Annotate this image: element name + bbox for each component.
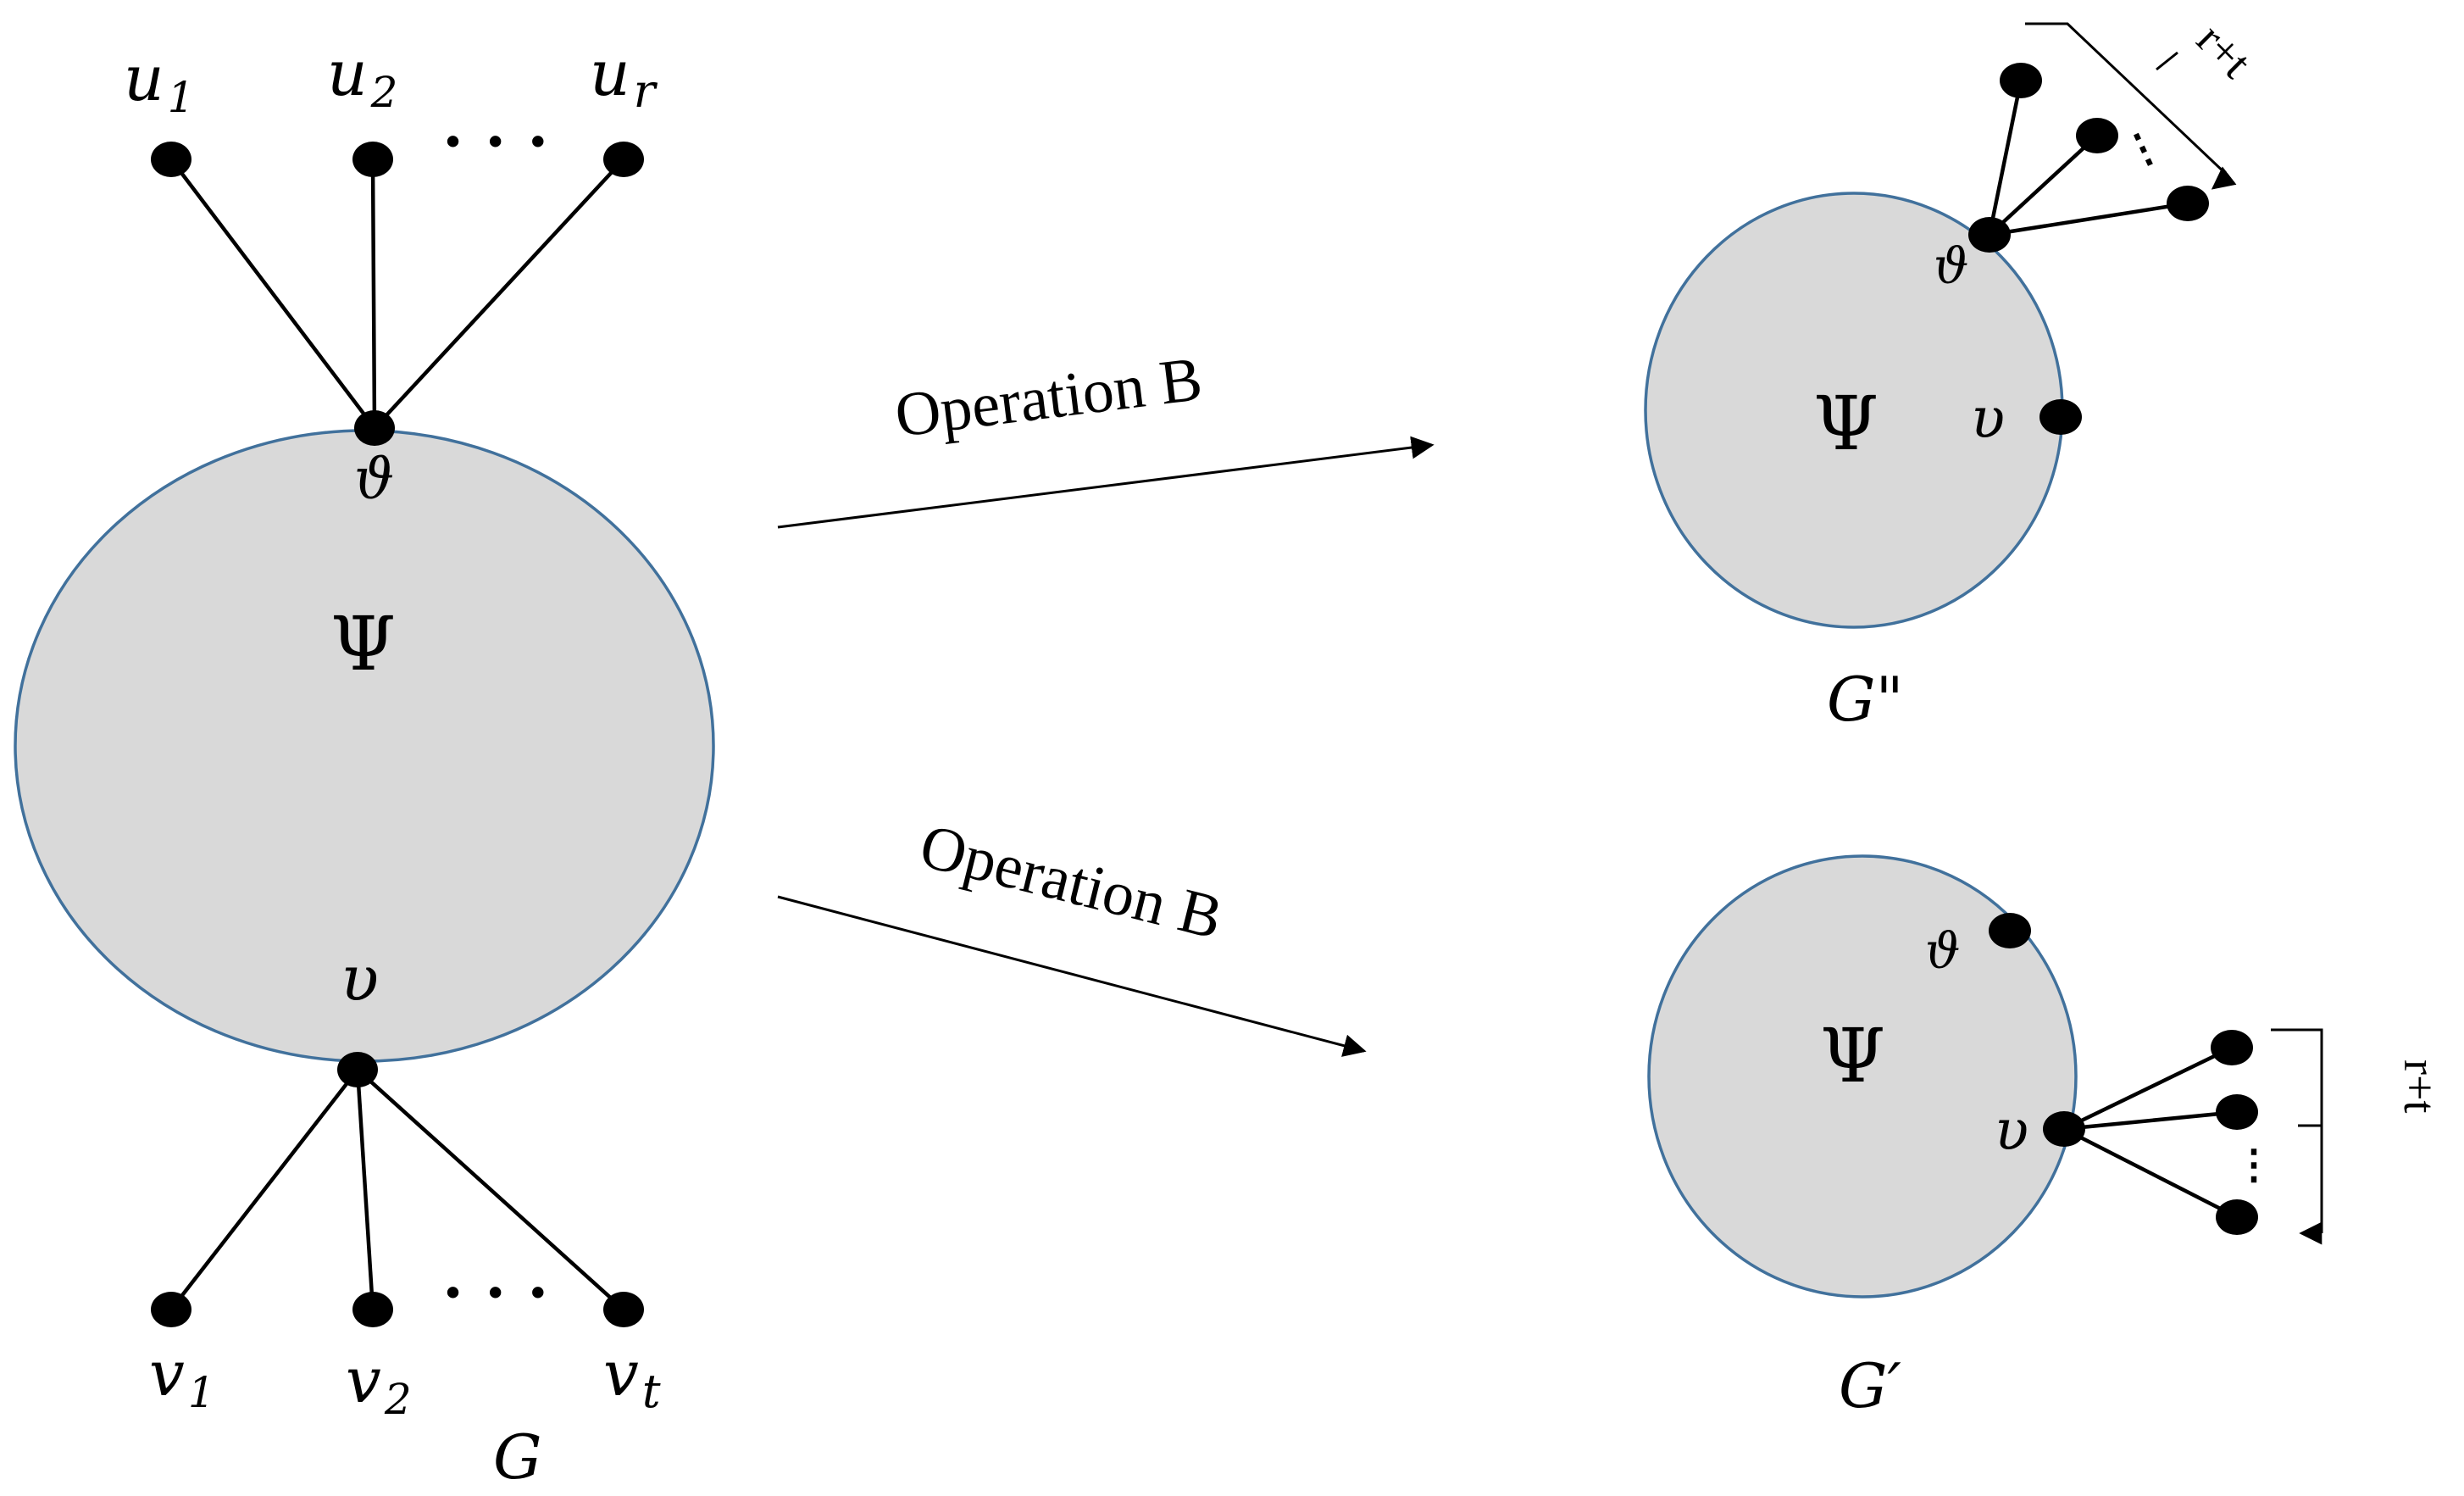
pendant-edge-2 <box>1987 133 2100 237</box>
node-ur <box>603 142 644 177</box>
label-theta: ϑ <box>354 447 394 512</box>
edge-ur <box>372 157 626 431</box>
edge-vt <box>355 1067 626 1312</box>
label-v2: v2 <box>346 1344 412 1424</box>
node-v2 <box>352 1292 393 1327</box>
label-upsilon: υ <box>1971 386 2005 451</box>
pendant-node-3 <box>2167 186 2209 221</box>
node-theta <box>354 410 395 446</box>
edge-u2 <box>370 157 377 431</box>
node-upsilon <box>2039 399 2082 435</box>
node-u2 <box>352 142 393 177</box>
label-upsilon: υ <box>1995 1098 2028 1163</box>
label-theta: ϑ <box>1925 922 1960 980</box>
pendant-node-1 <box>2211 1030 2253 1065</box>
pendant-edge-1 <box>1987 78 2023 237</box>
pendant-node-2 <box>2216 1094 2258 1130</box>
caption-g-double-prime: G" <box>1827 664 1904 735</box>
edge-v2 <box>355 1067 375 1312</box>
bracket-tick <box>2156 51 2178 71</box>
label-ur: ur <box>590 37 658 118</box>
label-theta: ϑ <box>1934 237 1968 295</box>
ellipsis-pendants: ⋮ <box>2114 119 2171 179</box>
pendant-node-3 <box>2216 1199 2258 1235</box>
bracket-arrow <box>2211 166 2237 190</box>
node-upsilon-hub <box>2043 1111 2085 1147</box>
node-theta-hub <box>1968 217 2011 253</box>
pendant-edge-2 <box>2062 1109 2239 1132</box>
ellipsis-bottom: · · · <box>442 1256 548 1328</box>
ellipsis-top: · · · <box>442 105 548 177</box>
pendant-node-1 <box>2000 63 2042 98</box>
pendant-node-2 <box>2076 118 2118 153</box>
label-u2: u2 <box>327 37 397 117</box>
core-psi-left: Ψ <box>330 600 396 687</box>
bracket-top-right <box>2025 22 2230 178</box>
label-upsilon: υ <box>341 943 379 1015</box>
ellipsis-pendants: ⋮ <box>2234 1141 2274 1188</box>
label-v1: v1 <box>149 1338 215 1417</box>
edge-v1 <box>169 1067 360 1312</box>
caption-g-prime: G′ <box>1839 1350 1901 1421</box>
node-u1 <box>151 142 191 177</box>
label-operation-top: Operation B <box>891 344 1206 451</box>
core-psi-bottom-right: Ψ <box>1820 1012 1885 1099</box>
node-theta <box>1989 913 2031 948</box>
graph-g-prime: ⋮ r+t ϑ υ Ψ G′ <box>1647 854 2445 1421</box>
label-pendant-count: r+t <box>2395 1059 2445 1113</box>
arrow-top <box>777 436 1435 529</box>
label-pendant-count: r+t <box>2188 14 2261 87</box>
pendant-edge-3 <box>2062 1126 2239 1220</box>
core-psi-top-right: Ψ <box>1813 380 1879 467</box>
arrow-bottom <box>777 895 1367 1057</box>
node-upsilon <box>337 1052 378 1087</box>
label-u1: u1 <box>124 42 194 122</box>
core-blob-bottom-right <box>1647 854 2078 1299</box>
pendant-edge-3 <box>1987 201 2190 237</box>
edge-u1 <box>169 157 377 431</box>
graph-g-double-prime: ⋮ r+t ϑ υ Ψ G" <box>1644 14 2261 735</box>
operation-arrows: Operation B Operation B <box>777 344 1435 1057</box>
graph-g: u1 u2 ur · · · v1 v2 vt · · · ϑ υ Ψ G <box>14 37 715 1493</box>
pendant-edge-1 <box>2062 1045 2234 1132</box>
node-vt <box>603 1292 644 1327</box>
label-vt: vt <box>603 1338 661 1418</box>
caption-g: G <box>493 1421 542 1493</box>
bracket-bottom-right <box>2271 1028 2323 1233</box>
label-operation-bottom: Operation B <box>913 811 1229 954</box>
node-v1 <box>151 1292 191 1327</box>
